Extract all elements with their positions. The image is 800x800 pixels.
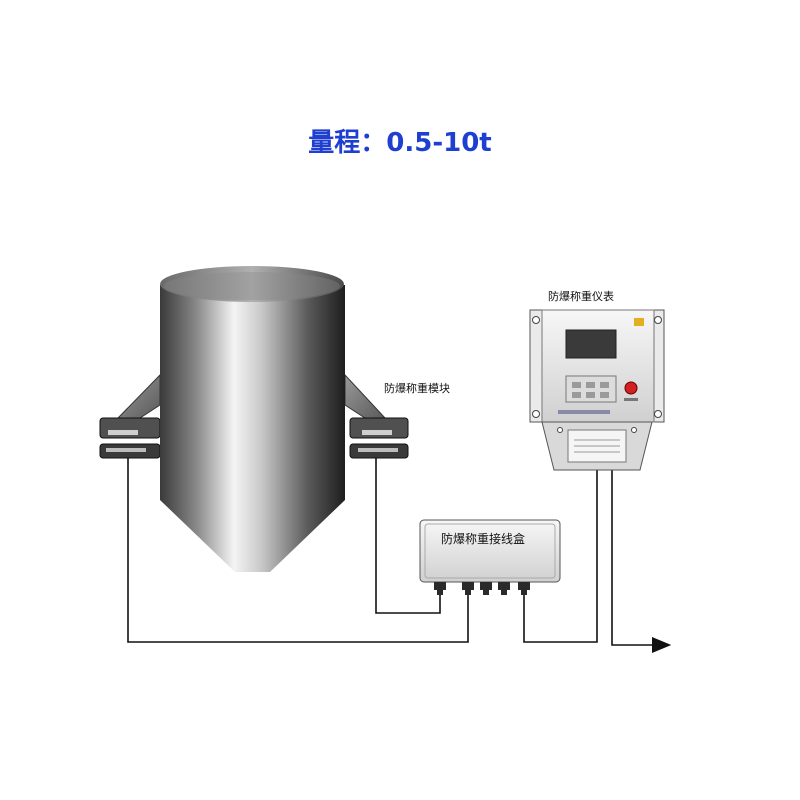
output-arrow-line xyxy=(611,468,672,653)
explosion-proof-instrument: 防爆称重仪表 xyxy=(529,289,665,471)
instrument-label: 防爆称重仪表 xyxy=(548,289,614,303)
wire-box-to-instrument xyxy=(523,468,598,643)
wire-left-module xyxy=(127,455,469,643)
keypad xyxy=(565,375,617,403)
diagram-title: 量程：0.5-10t xyxy=(308,128,492,158)
ex-mark-badge xyxy=(634,318,644,326)
junction-box: 防爆称重接线盒 xyxy=(419,519,561,595)
weighing-module-label: 防爆称重模块 xyxy=(384,381,450,395)
alarm-light-icon xyxy=(624,381,638,395)
wire-right-module xyxy=(375,455,441,614)
wiring xyxy=(127,455,672,653)
weighing-module-right xyxy=(344,373,409,459)
instrument-screen xyxy=(565,329,617,359)
cable-glands xyxy=(434,582,530,595)
weighing-module-left xyxy=(99,373,161,459)
storage-tank xyxy=(160,266,345,572)
junction-box-label: 防爆称重接线盒 xyxy=(441,531,525,546)
